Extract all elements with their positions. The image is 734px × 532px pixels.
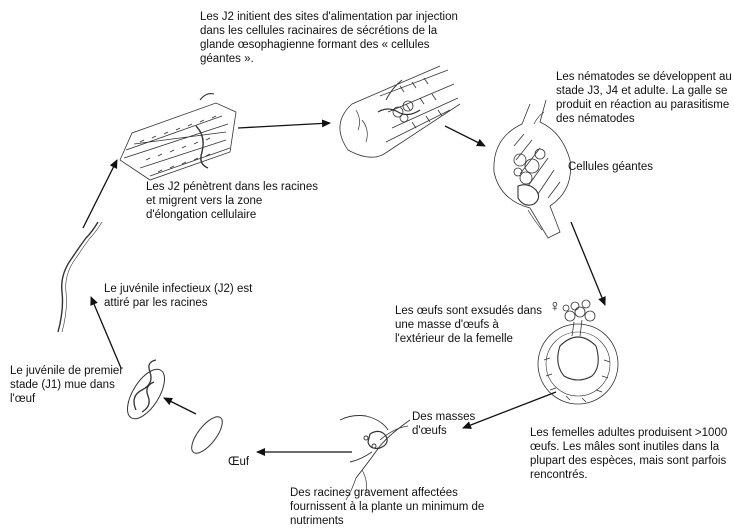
arrow-root-to-feeding	[238, 123, 330, 128]
label-egg: Œuf	[228, 455, 249, 469]
female-egg-mass-illustration	[538, 300, 618, 404]
label-j2-infective: Le juvénile infectieux (J2) est attiré p…	[104, 282, 262, 310]
label-development: Les nématodes se développent au stade J3…	[556, 70, 734, 126]
label-eggs-exuded: Les œufs sont exsudés dans une masse d'œ…	[395, 304, 547, 346]
root-segment-illustration	[120, 94, 236, 180]
arrow-feeding-to-gall	[445, 126, 485, 146]
root-tip-illustration	[340, 66, 460, 157]
egg-illustration	[186, 412, 227, 458]
arrow-gall-to-female	[571, 222, 605, 305]
arrow-egg-to-j1	[164, 398, 196, 414]
label-j2-feeding: Les J2 initient des sites d'alimentation…	[200, 10, 470, 66]
label-giant-cells: Cellules géantes	[568, 160, 718, 174]
label-damaged-roots: Des racines gravement affectées fourniss…	[290, 486, 486, 528]
label-j1: Le juvénile de premier stade (J1) mue da…	[10, 364, 128, 406]
arrow-j2-to-root	[83, 160, 117, 228]
label-females: Les femelles adultes produisent >1000 œu…	[530, 426, 732, 482]
label-egg-masses: Des masses d'œufs	[412, 410, 492, 438]
worm-illustration	[58, 222, 102, 332]
female-symbol: ♀	[549, 300, 561, 314]
label-j2-penetrate: Les J2 pénètrent dans les racines et mig…	[146, 180, 326, 222]
